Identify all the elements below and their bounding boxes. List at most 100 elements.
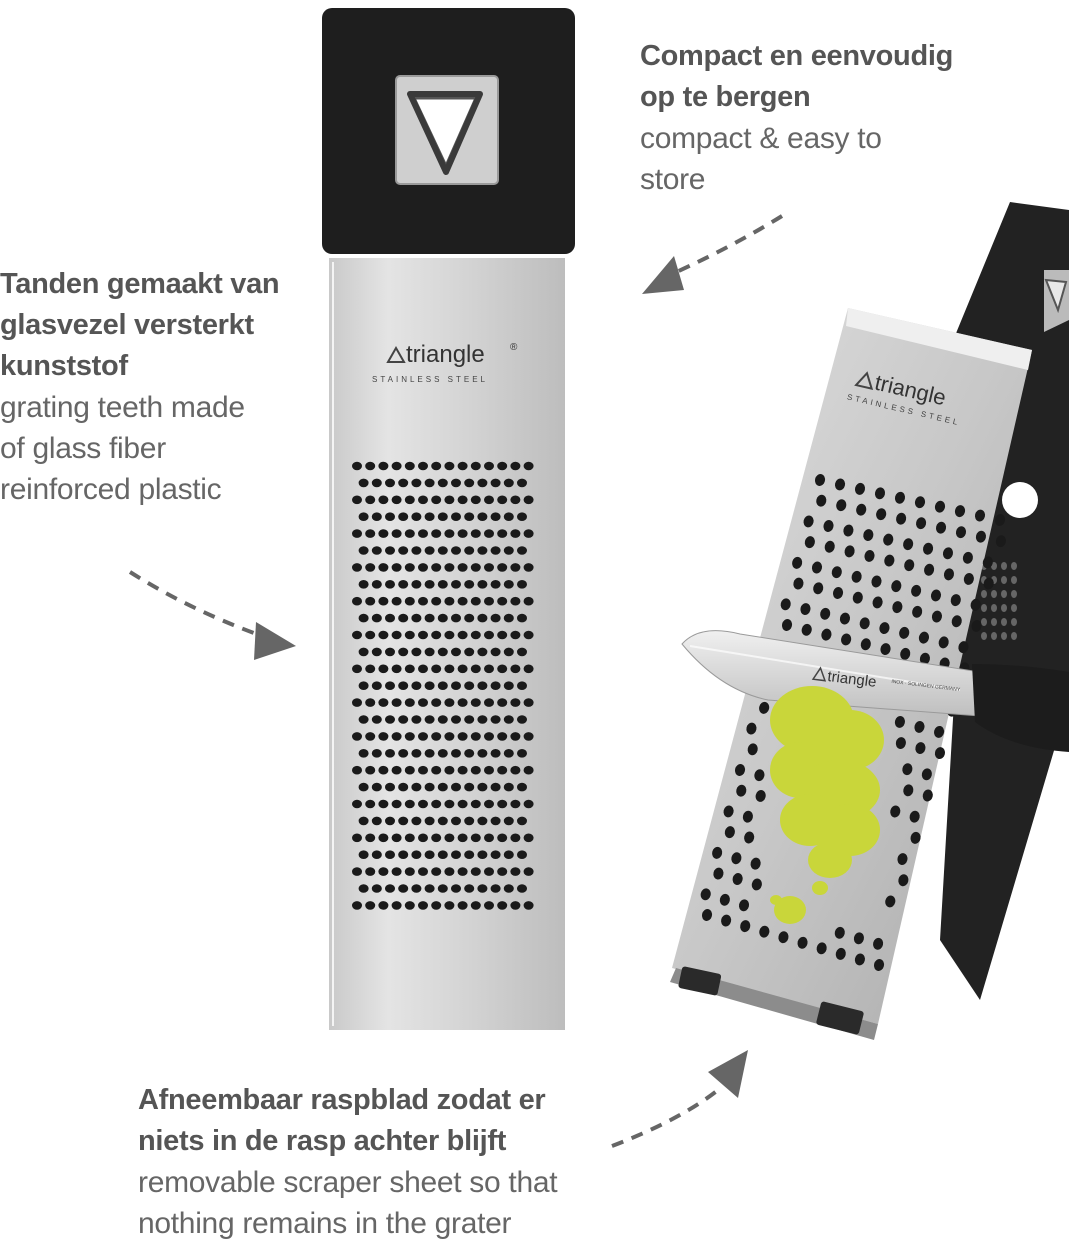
grater-hole bbox=[418, 698, 428, 707]
grater-hole bbox=[942, 547, 954, 560]
grater-hole bbox=[431, 630, 442, 640]
grater-hole bbox=[490, 512, 501, 521]
grater-hole bbox=[371, 782, 382, 792]
grater-hole bbox=[510, 495, 521, 505]
grater-hole bbox=[451, 715, 461, 724]
grater-hole bbox=[424, 546, 435, 555]
grater-hole bbox=[385, 478, 395, 488]
grater-hole bbox=[759, 925, 770, 938]
grater-hole bbox=[470, 664, 481, 674]
grater-hole bbox=[523, 563, 534, 572]
grater-hole bbox=[424, 884, 435, 893]
grater-hole bbox=[490, 647, 501, 657]
grater-hole bbox=[464, 580, 475, 589]
grater-hole bbox=[958, 641, 969, 654]
stand-hole bbox=[1001, 590, 1007, 598]
grater-hole bbox=[457, 732, 468, 741]
grater-hole bbox=[860, 638, 871, 651]
grater-hole bbox=[451, 681, 461, 690]
grater-hole bbox=[975, 530, 987, 543]
grater-hole bbox=[490, 715, 501, 724]
grater-hole bbox=[418, 901, 428, 910]
grater-hole bbox=[871, 575, 882, 588]
grater-hole bbox=[934, 747, 946, 760]
grater-hole bbox=[457, 698, 468, 707]
stand-holes bbox=[981, 562, 1017, 640]
grater-hole bbox=[378, 799, 389, 809]
grater-hole bbox=[464, 749, 475, 758]
stand-hole bbox=[981, 604, 987, 612]
grater-hole bbox=[484, 461, 494, 471]
grater-hole bbox=[371, 816, 382, 826]
grater-hole bbox=[444, 698, 455, 707]
grater-hole bbox=[451, 749, 461, 758]
grater-hole bbox=[352, 461, 362, 471]
grater-hole bbox=[457, 664, 468, 674]
grater-hole bbox=[437, 580, 448, 589]
caption-teeth-en-3: reinforced plastic bbox=[0, 473, 222, 506]
grater-hole bbox=[457, 833, 468, 843]
grater-hole bbox=[391, 630, 402, 640]
grater-hole bbox=[451, 884, 461, 893]
grater-hole bbox=[510, 867, 521, 876]
stand-hole bbox=[1011, 590, 1017, 598]
grater-hole bbox=[411, 512, 422, 521]
grater-hole bbox=[352, 833, 362, 843]
grater-hole bbox=[411, 782, 422, 792]
grater-hole bbox=[404, 901, 415, 910]
grater-hole bbox=[484, 563, 494, 572]
grater-hole bbox=[444, 461, 455, 471]
grater-hole bbox=[404, 596, 415, 606]
grater-hole bbox=[424, 850, 435, 859]
grater-hole bbox=[732, 873, 743, 885]
grater-hole bbox=[398, 546, 409, 555]
grater-hole bbox=[431, 833, 442, 843]
grater-hole bbox=[391, 529, 402, 538]
grater-hole bbox=[821, 628, 832, 641]
grater-hole bbox=[885, 895, 896, 908]
stand-hole bbox=[981, 618, 987, 626]
grater-hole bbox=[411, 613, 422, 623]
grater-hole bbox=[523, 765, 534, 775]
grater-hole bbox=[404, 529, 415, 538]
grater-hole bbox=[843, 524, 854, 537]
grater-hole bbox=[358, 647, 369, 657]
grater-hole bbox=[713, 867, 724, 880]
grater-hole bbox=[431, 732, 442, 741]
grater-hole bbox=[437, 782, 448, 792]
stand-hole bbox=[1001, 576, 1007, 584]
grater-hole bbox=[919, 652, 930, 665]
grater-hole bbox=[444, 630, 455, 640]
grater-hole bbox=[358, 512, 369, 521]
grater-hole bbox=[503, 681, 514, 690]
grater-hole bbox=[801, 623, 812, 636]
grater-hole bbox=[517, 478, 527, 488]
grater-hole bbox=[371, 478, 382, 488]
grater-hole bbox=[943, 568, 955, 581]
grater-hole bbox=[834, 478, 846, 491]
grater-hole bbox=[823, 520, 834, 532]
grater-hole bbox=[902, 763, 913, 776]
grater-hole bbox=[523, 596, 534, 606]
caption-sheet-en-1: removable scraper sheet so that bbox=[138, 1166, 558, 1199]
grater-hole bbox=[497, 596, 508, 606]
grater-hole bbox=[484, 698, 494, 707]
grater-hole bbox=[963, 573, 974, 585]
grater-hole bbox=[490, 850, 501, 859]
grater-hole bbox=[813, 582, 824, 595]
grater-hole bbox=[470, 698, 481, 707]
grater-hole bbox=[418, 630, 428, 640]
grater-hole bbox=[444, 596, 455, 606]
grater-hole bbox=[490, 749, 501, 758]
grater-hole bbox=[852, 591, 863, 604]
grater-hole bbox=[358, 478, 369, 488]
grater-hole bbox=[391, 495, 402, 505]
grater-hole bbox=[503, 816, 514, 826]
grater-hole bbox=[856, 503, 867, 516]
grater-hole bbox=[816, 494, 827, 507]
caption-teeth-nl-3: kunststof bbox=[0, 350, 128, 382]
grater-hole bbox=[444, 563, 455, 572]
grater-hole bbox=[470, 799, 481, 809]
grater-hole bbox=[880, 643, 891, 656]
grater-hole bbox=[844, 545, 855, 558]
